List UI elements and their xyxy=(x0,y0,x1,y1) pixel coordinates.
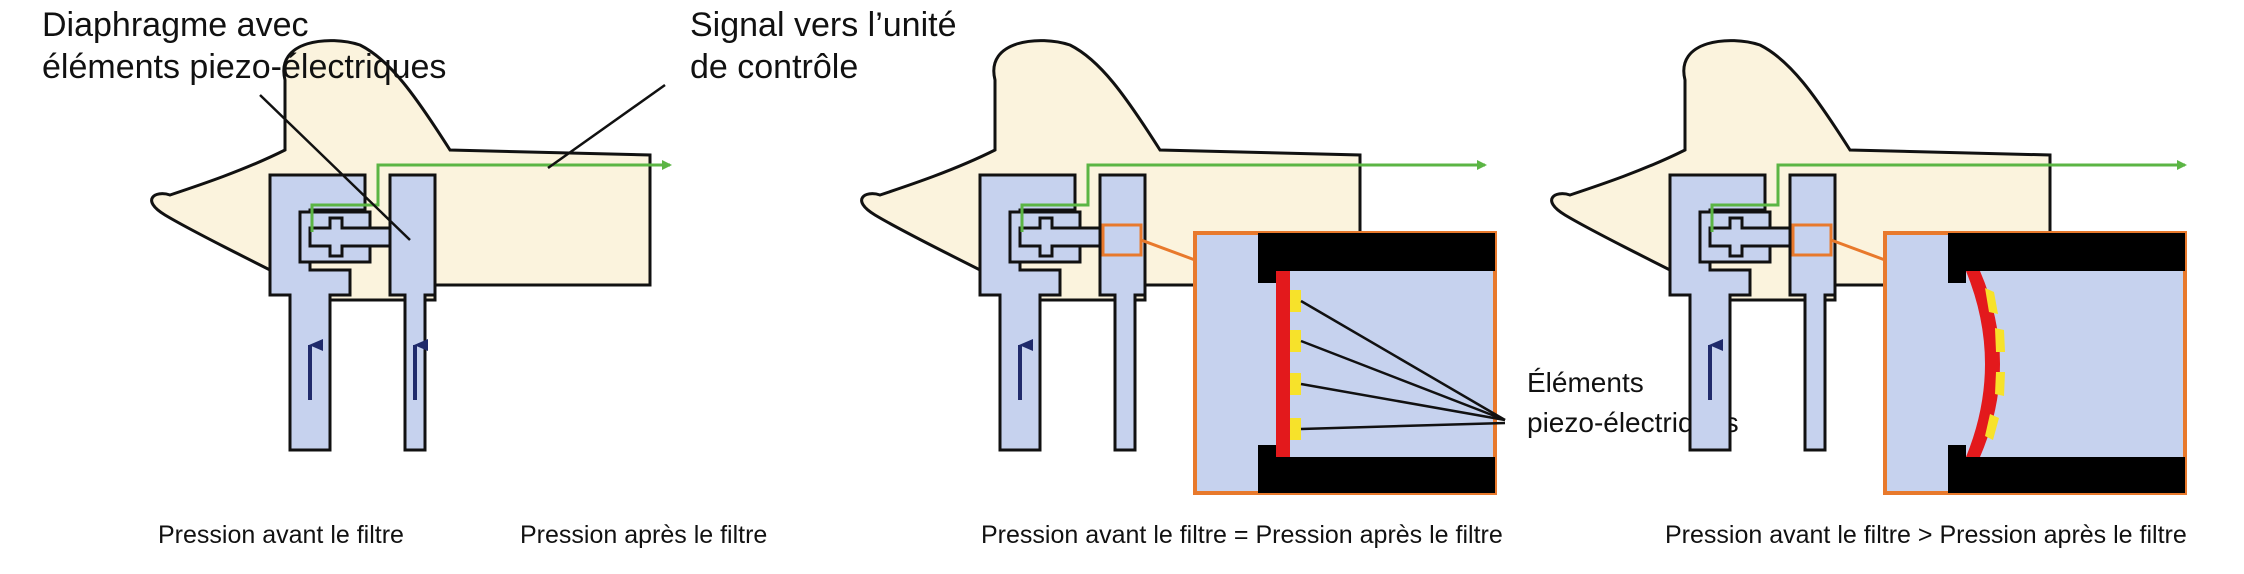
caption-before: Pression avant le filtre xyxy=(158,521,404,549)
inlet-channel-after xyxy=(388,173,437,452)
piezo-element xyxy=(1290,373,1301,395)
diaphragm xyxy=(308,216,392,258)
sensor-body xyxy=(150,39,672,452)
signal-label-line2: de contrôle xyxy=(690,48,858,86)
caption-equal: Pression avant le filtre = Pression aprè… xyxy=(981,521,1503,549)
deflected-membrane xyxy=(1966,271,2000,457)
piezo-element xyxy=(1985,288,1998,314)
piezo-element xyxy=(1290,418,1301,440)
diaphragm-leader xyxy=(259,94,411,241)
zoom-connector xyxy=(1140,238,1196,262)
piezo-element xyxy=(1290,330,1301,352)
zoom-connector-3 xyxy=(1830,238,1886,262)
caption-after: Pression après le filtre xyxy=(520,521,767,549)
panel-overview: Diaphragme avec éléments piezo-électriqu… xyxy=(42,6,956,549)
signal-line xyxy=(310,160,672,232)
panel-equal-pressure: Éléments piezo-électriques Pression avan… xyxy=(860,39,1739,549)
zoom-window-deflected xyxy=(1883,231,2187,495)
panel-pressure-drop: Pression avant le filtre > Pression aprè… xyxy=(1550,39,2187,549)
signal-label-line1: Signal vers l’unité xyxy=(690,6,956,44)
inlet-channel-before xyxy=(268,173,367,452)
diaphragm-label-line2: éléments piezo-électriques xyxy=(42,48,446,86)
piezo-label-line1: Éléments xyxy=(1527,367,1644,398)
caption-greater: Pression avant le filtre > Pression aprè… xyxy=(1665,521,2187,549)
piezo-element xyxy=(1985,414,1999,440)
membrane xyxy=(1276,271,1290,457)
piezo-element xyxy=(1290,290,1301,312)
signal-leader xyxy=(547,83,666,170)
piezo-element xyxy=(1995,372,2005,396)
piezo-element xyxy=(1995,328,2005,352)
diaphragm-label-line1: Diaphragme avec xyxy=(42,6,308,44)
zoom-window-equal xyxy=(1193,231,1506,495)
